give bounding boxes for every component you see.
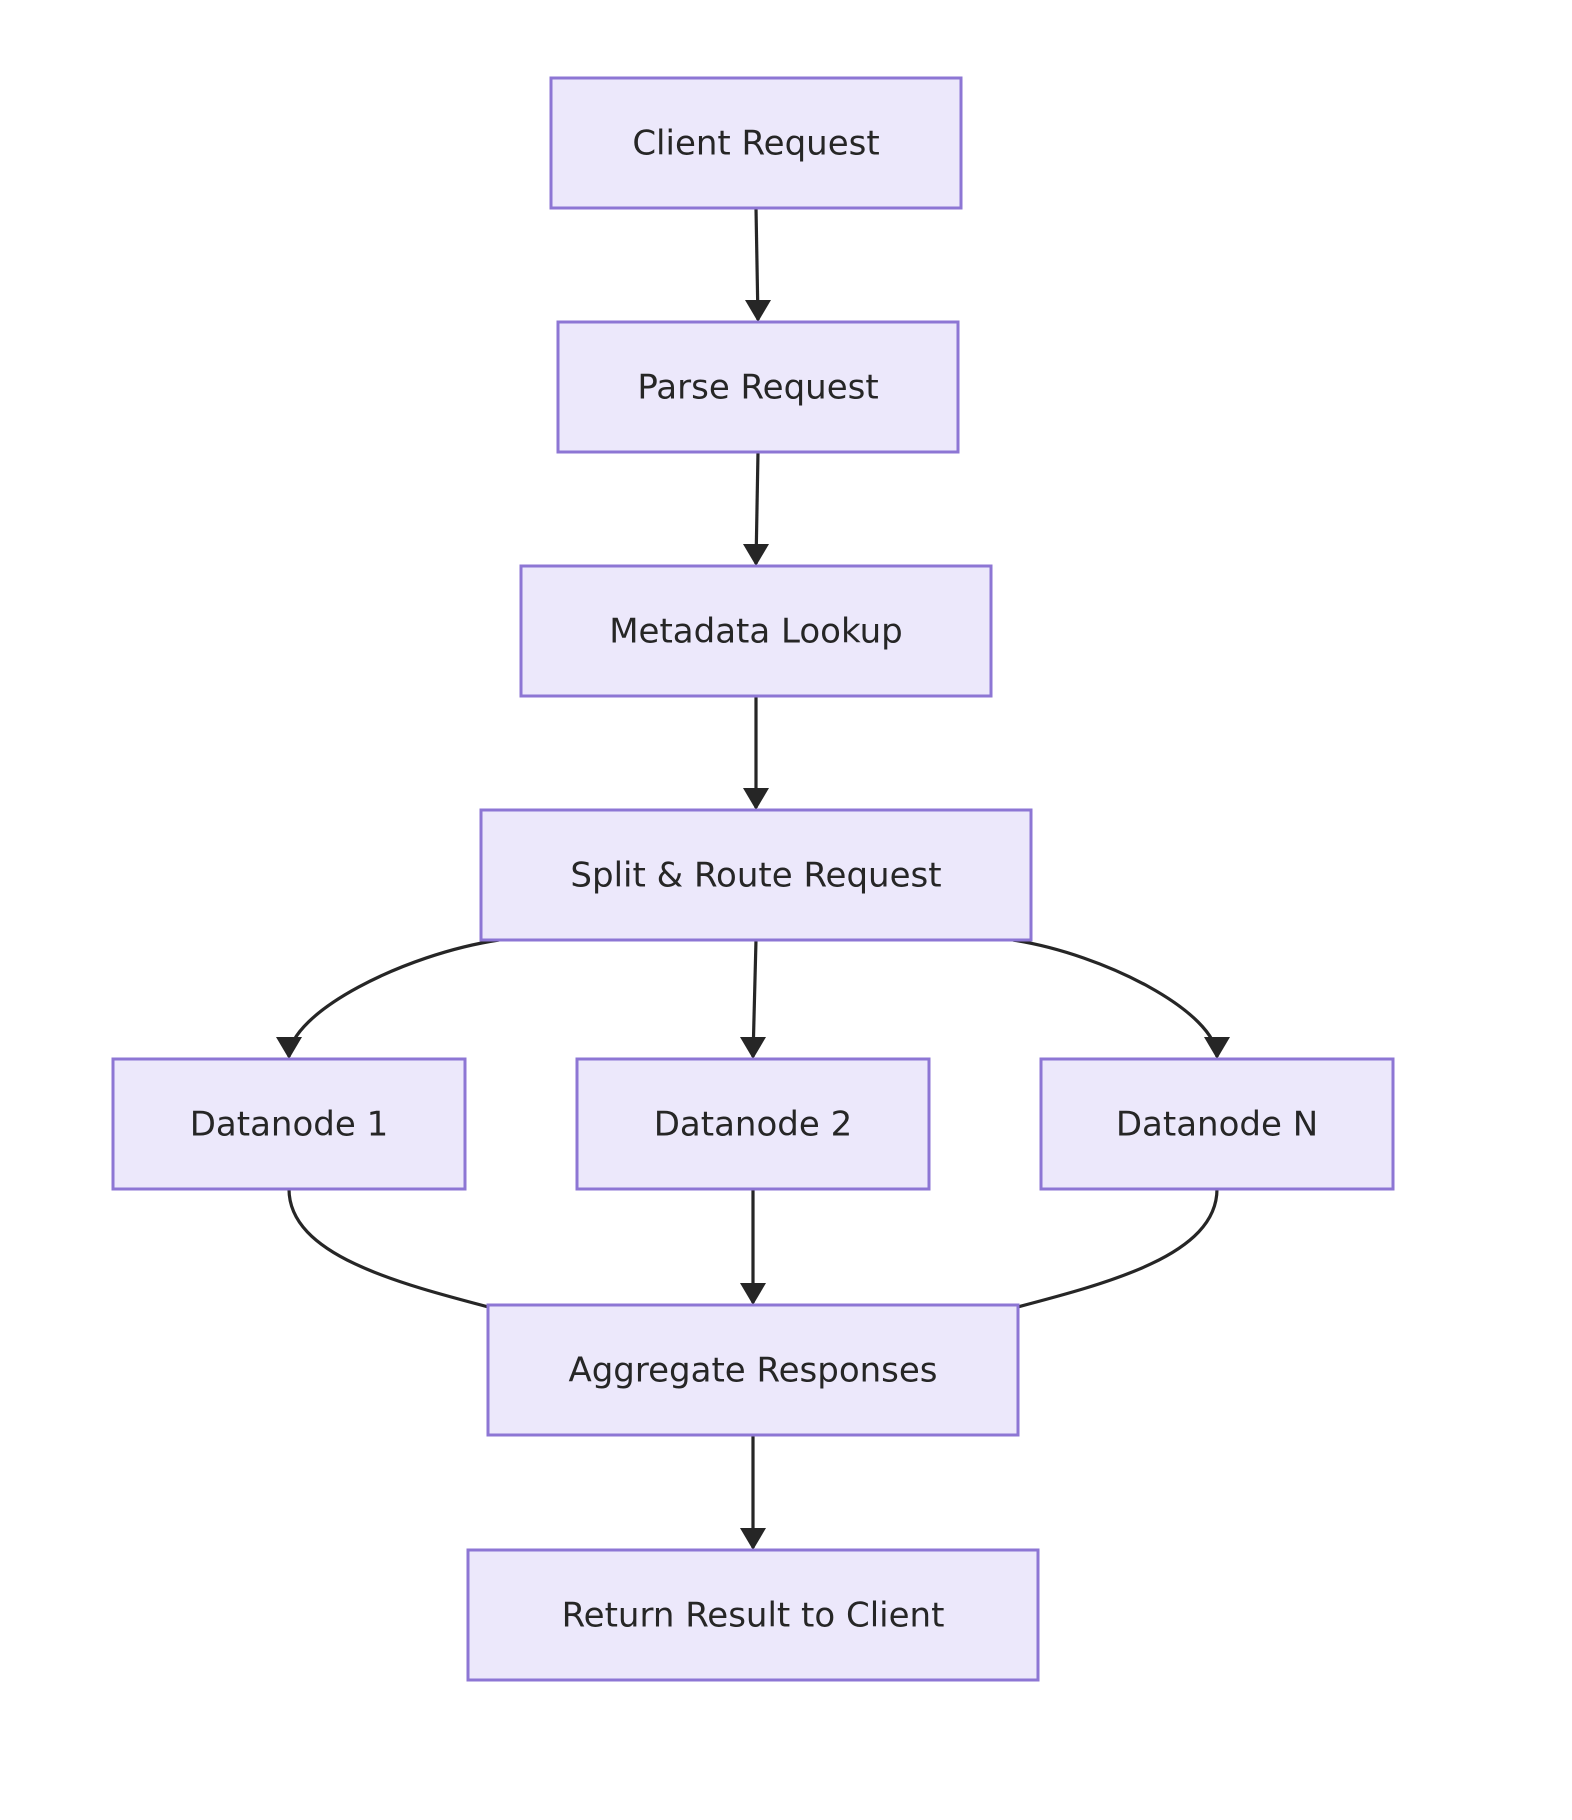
arrowhead-icon — [740, 1528, 766, 1550]
edge-aggregate-to-return_result — [740, 1435, 766, 1550]
edge-line — [1009, 1188, 1219, 1311]
edge-line — [287, 1188, 497, 1311]
edge-client_request-to-parse_request — [745, 207, 771, 322]
node-box[interactable] — [519, 564, 993, 698]
node-split_route[interactable]: Split & Route Request — [479, 808, 1033, 942]
arrowhead-icon — [276, 1037, 302, 1059]
node-datanode_2[interactable]: Datanode 2 — [575, 1057, 931, 1191]
edge-line — [287, 938, 500, 1058]
edge-metadata_lookup-to-split_route — [743, 696, 769, 810]
node-box[interactable] — [575, 1057, 931, 1191]
node-parse_request[interactable]: Parse Request — [556, 320, 960, 454]
node-box[interactable] — [479, 808, 1033, 942]
node-box[interactable] — [486, 1303, 1020, 1437]
node-client_request[interactable]: Client Request — [549, 76, 963, 210]
arrowhead-icon — [745, 300, 771, 322]
arrowhead-icon — [743, 544, 769, 566]
edge-split_route-to-datanode_2 — [740, 939, 766, 1059]
arrowhead-icon — [743, 788, 769, 810]
arrowhead-icon — [740, 1037, 766, 1059]
node-box[interactable] — [466, 1548, 1040, 1682]
edge-line — [1012, 938, 1219, 1058]
node-box[interactable] — [549, 76, 963, 210]
edge-split_route-to-datanode_1 — [276, 938, 500, 1059]
node-box[interactable] — [111, 1057, 467, 1191]
arrowhead-icon — [740, 1283, 766, 1305]
edge-split_route-to-datanode_n — [1012, 938, 1230, 1059]
node-datanode_1[interactable]: Datanode 1 — [111, 1057, 467, 1191]
node-aggregate[interactable]: Aggregate Responses — [486, 1303, 1020, 1437]
edge-datanode_2-to-aggregate — [740, 1189, 766, 1305]
node-return_result[interactable]: Return Result to Client — [466, 1548, 1040, 1682]
node-datanode_n[interactable]: Datanode N — [1039, 1057, 1395, 1191]
arrowhead-icon — [1204, 1037, 1230, 1059]
node-box[interactable] — [556, 320, 960, 454]
node-metadata_lookup[interactable]: Metadata Lookup — [519, 564, 993, 698]
node-box[interactable] — [1039, 1057, 1395, 1191]
edge-parse_request-to-metadata_lookup — [743, 451, 769, 566]
